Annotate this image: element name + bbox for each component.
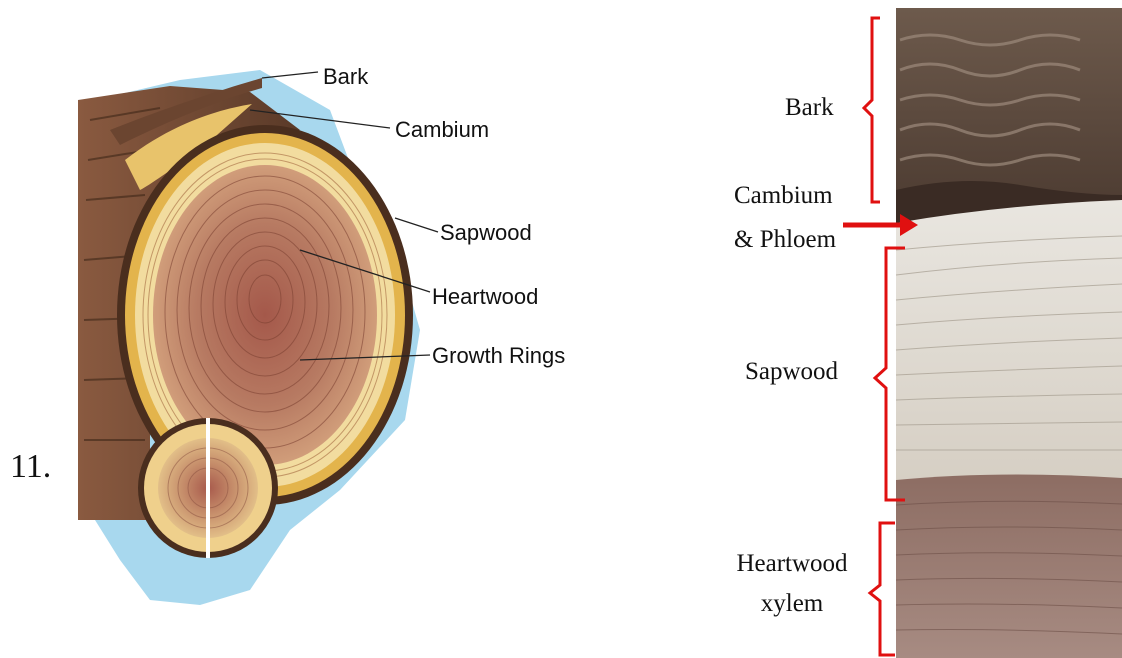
bracket-bark xyxy=(864,18,880,202)
photo-heartwood-layer xyxy=(896,474,1122,658)
photo-label-sapwood: Sapwood xyxy=(745,358,838,386)
photo-label-xylem: xylem xyxy=(722,590,862,618)
photo-label-bark: Bark xyxy=(785,94,834,122)
photo-sapwood-layer xyxy=(896,200,1122,480)
bracket-heartwood xyxy=(870,523,895,655)
photo-label-heartwood: Heartwood xyxy=(722,550,862,578)
photo-bark-layer xyxy=(896,8,1122,223)
photo-label-phloem: & Phloem xyxy=(734,226,836,254)
photo-label-cambium: Cambium xyxy=(734,182,833,210)
